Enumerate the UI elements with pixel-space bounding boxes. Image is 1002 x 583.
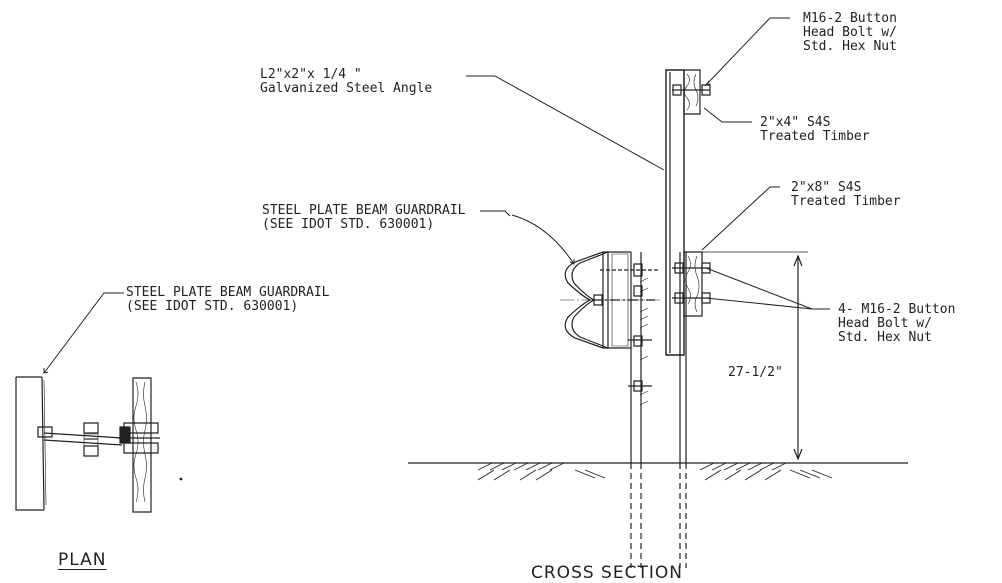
label-bolts-4-line1: 4- M16-2 Button	[838, 302, 956, 317]
label-timber-2x8-line2: Treated Timber	[791, 194, 901, 209]
label-bolts-4-line2: Head Bolt w/	[838, 316, 932, 331]
label-bolt-top-line1: M16-2 Button	[803, 11, 897, 26]
label-timber-2x4-line1: 2"x4" S4S	[760, 115, 831, 130]
label-timber-2x4-line2: Treated Timber	[760, 129, 870, 144]
leader-lines	[44, 18, 830, 373]
timber-2x4	[684, 70, 700, 114]
bolt-lower-2x8	[672, 293, 710, 303]
label-guardrail-section-line1: STEEL PLATE BEAM GUARDRAIL	[262, 203, 466, 218]
label-guardrail-section-line2: (SEE IDOT STD. 630001)	[262, 217, 435, 232]
label-timber-2x8-line1: 2"x8" S4S	[791, 180, 862, 195]
title-plan: PLAN	[58, 550, 107, 570]
guardrail-bolts	[592, 264, 660, 405]
label-height-dimension: 27-1/2"	[726, 365, 785, 380]
ground-hatch	[478, 463, 832, 480]
label-angle-line2: Galvanized Steel Angle	[260, 81, 433, 96]
label-guardrail-plan: STEEL PLATE BEAM GUARDRAIL(SEE IDOT STD.…	[126, 286, 330, 314]
plan-timber	[118, 378, 160, 512]
bolt-upper-2x8	[672, 263, 710, 273]
label-bolt-top-line3: Std. Hex Nut	[803, 39, 897, 54]
bolt-top	[672, 85, 710, 95]
label-guardrail-section: STEEL PLATE BEAM GUARDRAIL(SEE IDOT STD.…	[262, 204, 466, 232]
plan-post-and-blockout	[38, 423, 122, 456]
label-angle: L2"x2"x 1/4 "Galvanized Steel Angle	[260, 68, 432, 96]
label-guardrail-plan-line1: STEEL PLATE BEAM GUARDRAIL	[126, 285, 330, 300]
label-angle-line1: L2"x2"x 1/4 "	[260, 67, 362, 82]
label-bolt-top-line2: Head Bolt w/	[803, 25, 897, 40]
post-left	[631, 252, 641, 568]
label-bolts-4-line3: Std. Hex Nut	[838, 330, 932, 345]
label-guardrail-plan-line2: (SEE IDOT STD. 630001)	[126, 299, 299, 314]
timber-2x8	[684, 252, 702, 316]
height-dimension	[700, 252, 808, 459]
post-right	[680, 252, 686, 568]
stray-mark	[180, 478, 182, 480]
steel-angle	[666, 70, 684, 355]
plan-guardrail	[16, 377, 46, 510]
title-cross-section: CROSS SECTION	[531, 563, 683, 583]
